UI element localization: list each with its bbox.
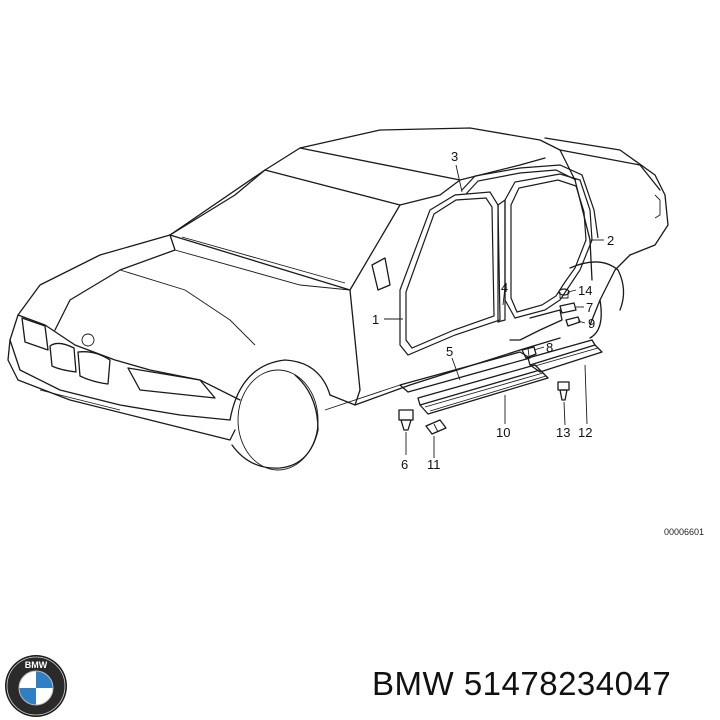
drawing-code: 00006601 bbox=[664, 527, 704, 537]
callout-12: 12 bbox=[578, 425, 592, 440]
callout-14: 14 bbox=[578, 283, 592, 298]
callout-3: 3 bbox=[451, 149, 458, 164]
callout-7: 7 bbox=[586, 300, 593, 315]
part-number-caption: BMW 51478234047 bbox=[372, 665, 672, 702]
car-outline bbox=[7, 127, 669, 471]
bmw-logo-icon: BMW bbox=[5, 655, 67, 717]
fasteners bbox=[398, 288, 581, 435]
callout-6: 6 bbox=[401, 457, 408, 472]
svg-text:BMW: BMW bbox=[25, 660, 48, 670]
callout-1: 1 bbox=[372, 312, 379, 327]
callout-11: 11 bbox=[427, 457, 441, 472]
door-seals bbox=[399, 164, 599, 356]
sill-trims bbox=[399, 339, 603, 415]
callout-10: 10 bbox=[496, 425, 510, 440]
callout-13: 13 bbox=[556, 425, 570, 440]
leader-lines bbox=[384, 164, 604, 458]
callout-labels: 3 2 1 4 5 14 7 9 8 10 13 12 6 11 0000660… bbox=[372, 149, 704, 537]
callout-5: 5 bbox=[446, 344, 453, 359]
callout-8: 8 bbox=[546, 340, 553, 355]
callout-2: 2 bbox=[607, 233, 614, 248]
callout-9: 9 bbox=[588, 316, 595, 331]
callout-4: 4 bbox=[501, 280, 508, 295]
